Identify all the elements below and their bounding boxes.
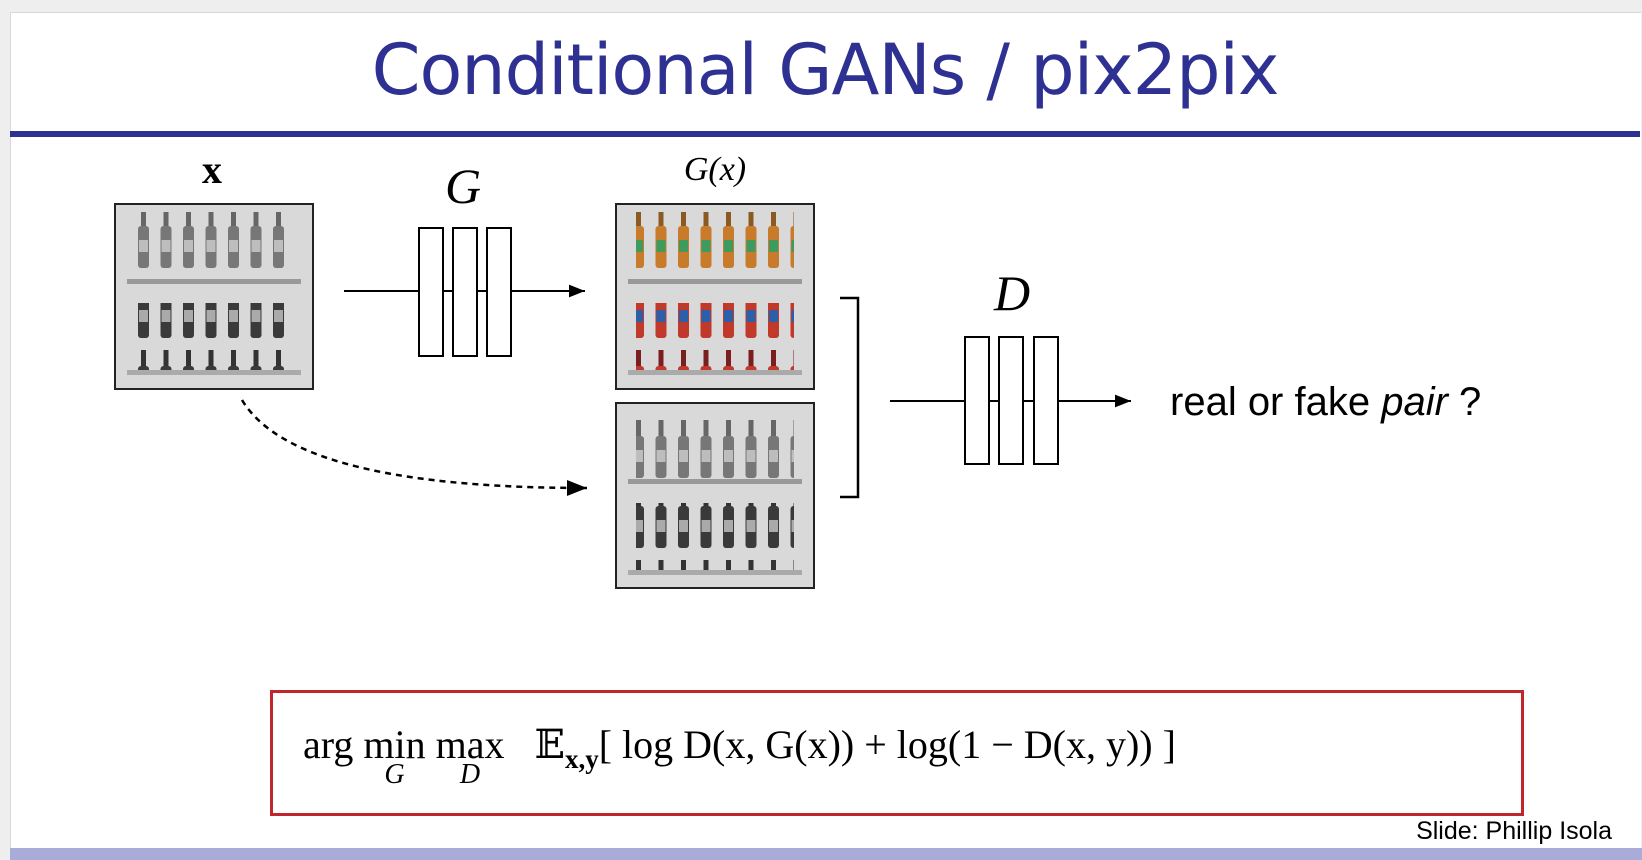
max-operator: max D — [435, 722, 505, 790]
min-operator: min G — [363, 722, 426, 790]
result-text: real or fake pair ? — [1170, 380, 1481, 424]
paired-input-image — [615, 402, 815, 589]
title-rule — [10, 131, 1640, 137]
input-x-label: x — [202, 147, 222, 192]
discriminator-label: D — [993, 265, 1030, 321]
output-label: G(x) — [684, 151, 746, 188]
loss-body: [ log D(x, G(x)) + log(1 − D(x, y)) ] — [598, 722, 1176, 767]
bottom-bar — [10, 848, 1642, 860]
generator-label: G — [445, 158, 481, 214]
input-image — [114, 203, 314, 390]
condition-dashed-arrow — [240, 399, 588, 496]
loss-formula: arg min G max D 𝔼x,y[ log D(x, G(x)) + l… — [303, 721, 1176, 790]
slide-caption: Slide: Phillip Isola — [1416, 817, 1612, 845]
generated-image — [615, 203, 815, 390]
expectation-subscript: x,y — [564, 744, 599, 774]
loss-formula-box: arg min G max D 𝔼x,y[ log D(x, G(x)) + l… — [270, 690, 1524, 816]
max-subscript: D — [459, 759, 481, 790]
generator-network — [344, 227, 585, 357]
discriminator-network — [890, 336, 1131, 465]
pair-bracket — [840, 296, 860, 499]
expectation-symbol: 𝔼 — [534, 722, 565, 768]
slide-title: Conditional GANs / pix2pix — [371, 29, 1280, 111]
arg-text: arg — [303, 722, 354, 767]
min-subscript: G — [384, 759, 405, 790]
